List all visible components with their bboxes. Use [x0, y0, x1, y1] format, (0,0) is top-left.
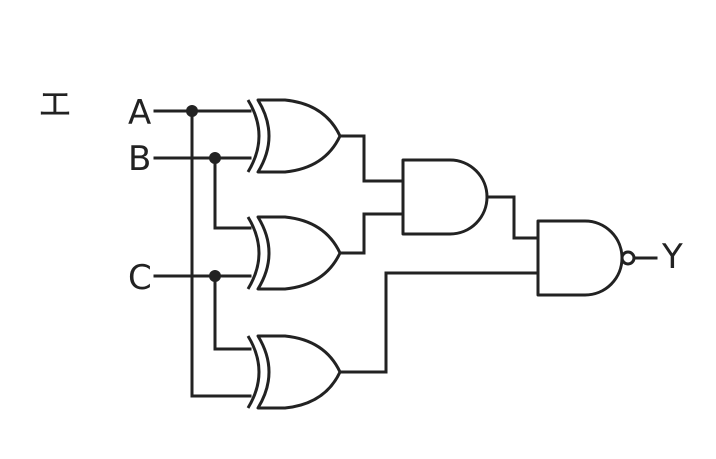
junctions: [186, 105, 221, 282]
xor-gate-2: [246, 215, 342, 291]
wire-a-vertical-bus: [190, 109, 252, 398]
xor-gate-3: [246, 334, 342, 410]
nand-gate: [536, 219, 636, 297]
input-label-c: C: [128, 258, 152, 298]
wire-xor2-to-and: [338, 212, 405, 255]
input-wires: [153, 109, 252, 398]
wire-c-branch: [213, 274, 252, 351]
wire-xor3-to-nand: [338, 271, 540, 374]
figure-tag: エ: [38, 85, 72, 125]
junction-b: [209, 152, 221, 164]
wire-xor1-to-and: [338, 134, 405, 183]
xor-gate-1: [246, 98, 342, 174]
wire-b-branch: [213, 156, 252, 230]
internal-wires: [338, 134, 658, 374]
wire-and-to-nand: [485, 195, 540, 240]
input-label-a: A: [128, 93, 151, 133]
output-label-y: Y: [661, 237, 683, 277]
and-gate: [401, 158, 489, 236]
nand-inversion-bubble: [620, 250, 636, 266]
input-label-b: B: [128, 139, 151, 179]
junction-c: [209, 270, 221, 282]
junction-a: [186, 105, 198, 117]
